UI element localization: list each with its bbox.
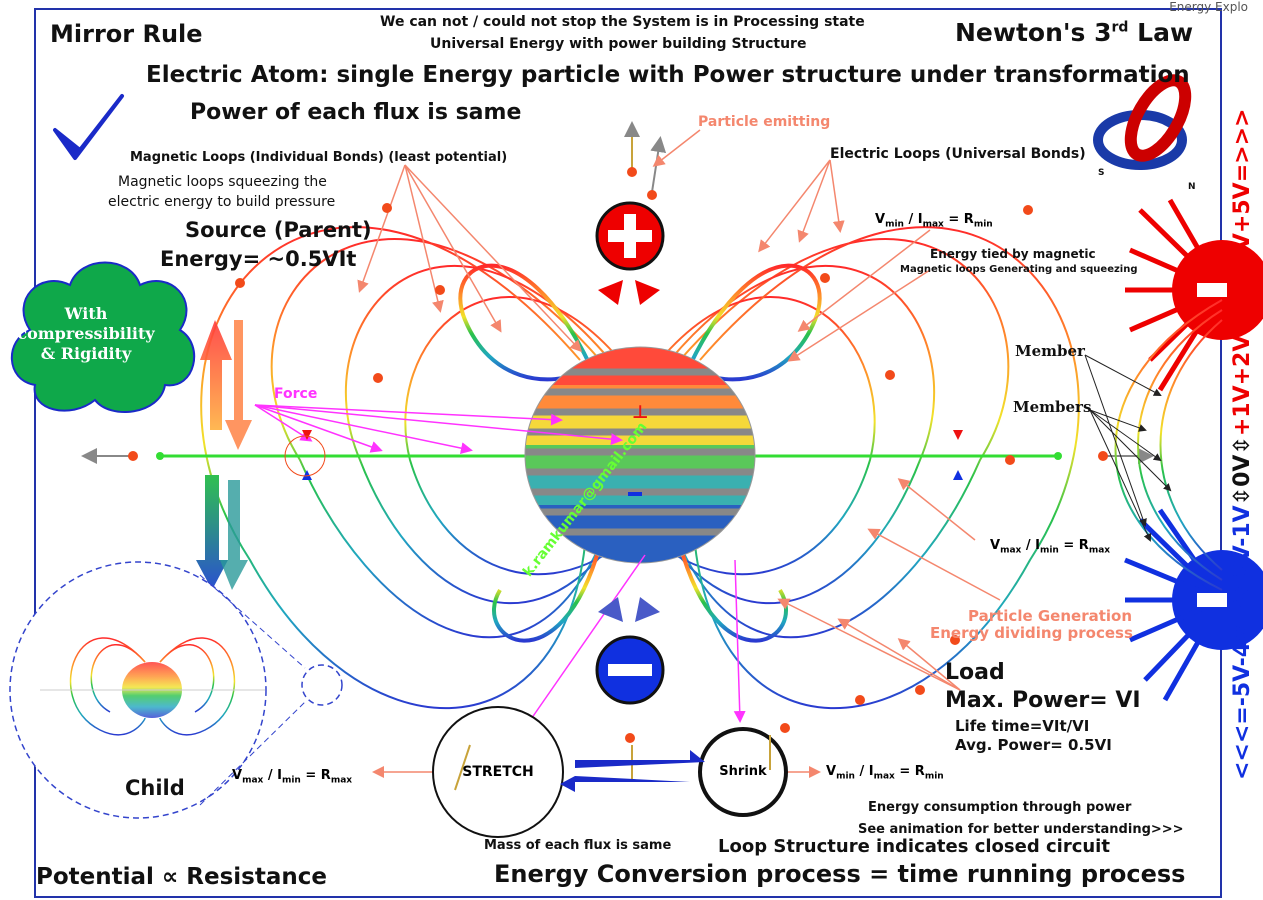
- shrink-label: Shrink: [719, 764, 767, 779]
- particle-emitting-label: Particle emitting: [698, 114, 831, 130]
- cloud-shape: [10, 261, 196, 413]
- mirror-rule-title: Mirror Rule: [50, 20, 203, 48]
- force-lines: [254, 404, 746, 738]
- check-icon: [53, 94, 124, 160]
- vmax-rmax-right-label: Vmax / Imin = Rmax: [990, 538, 1111, 556]
- energy-conversion-label: Energy Conversion process = time running…: [494, 860, 1186, 888]
- member-label: Member: [1015, 342, 1085, 360]
- label-pointers: [357, 129, 1001, 778]
- energy-source-label: Energy= ~0.5VIt: [160, 247, 357, 271]
- mass-each-flux-label: Mass of each flux is same: [484, 838, 672, 853]
- potential-resistance-label: Potential ∝ Resistance: [36, 864, 327, 890]
- members-label: Members: [1013, 398, 1092, 416]
- energy-dividing-label: Energy dividing process: [930, 624, 1133, 642]
- loop-structure-label: Loop Structure indicates closed circuit: [718, 836, 1110, 857]
- corner-text: Energy Explo: [1169, 0, 1248, 14]
- newtons-third-law-title: Newton's 3rd Law: [955, 18, 1194, 47]
- svg-text:⊥: ⊥: [632, 402, 648, 423]
- vmax-rmax-bottom-label: Vmax / Imin = Rmax: [232, 768, 353, 786]
- energy-consumption-label: Energy consumption through power: [868, 800, 1132, 815]
- member-pointers: [1084, 354, 1172, 542]
- magnetic-generating-label: Magnetic loops Generating and squeezing: [900, 264, 1138, 275]
- force-label: Force: [274, 386, 318, 402]
- see-animation-label: See animation for better understanding>>…: [858, 822, 1184, 837]
- vmin-rmin-bottom-label: Vmin / Imax = Rmin: [826, 764, 944, 782]
- magnet-n-label: N: [1188, 182, 1196, 192]
- magnetic-loops-label: Magnetic Loops (Individual Bonds) (least…: [130, 150, 508, 165]
- life-time-label: Life time=VIt/VI: [955, 717, 1090, 735]
- source-parent-label: Source (Parent): [185, 218, 372, 242]
- squeezing-line2: electric energy to build pressure: [108, 194, 336, 210]
- diagram-frame: [34, 8, 1222, 898]
- stretch-circle: [432, 706, 564, 838]
- child-label: Child: [125, 776, 185, 800]
- shrink-circle: [698, 727, 788, 817]
- squeezing-line1: Magnetic loops squeezing the: [118, 174, 327, 190]
- max-power-label: Max. Power= VI: [945, 688, 1141, 713]
- cloud-label: With compressibility & Rigidity: [17, 304, 155, 363]
- energy-tied-label: Energy tied by magnetic: [930, 247, 1096, 261]
- headline: Electric Atom: single Energy particle wi…: [146, 62, 1190, 88]
- voltage-scale: <<<=-5V-4V-3V-2V-1V⇳0V⇳+1V+2V+3V+4V+5V=>…: [1230, 108, 1255, 780]
- stretch-label: STRETCH: [462, 764, 534, 780]
- particle-generation-label: Particle Generation: [968, 607, 1133, 625]
- avg-power-label: Avg. Power= 0.5VI: [955, 736, 1112, 754]
- universal-energy-note: Universal Energy with power building Str…: [430, 36, 807, 52]
- vmin-rmin-top-label: Vmin / Imax = Rmin: [875, 212, 993, 230]
- electric-loops-label: Electric Loops (Universal Bonds): [830, 146, 1086, 162]
- load-label: Load: [945, 660, 1005, 685]
- sub-headline: Power of each flux is same: [190, 100, 522, 125]
- processing-state-note: We can not / could not stop the System i…: [380, 14, 865, 30]
- positive-fan: [1125, 198, 1263, 392]
- child-inset: [9, 561, 343, 819]
- magnet-s-label: S: [1098, 168, 1105, 178]
- magnet-loops-icon: [1093, 74, 1192, 170]
